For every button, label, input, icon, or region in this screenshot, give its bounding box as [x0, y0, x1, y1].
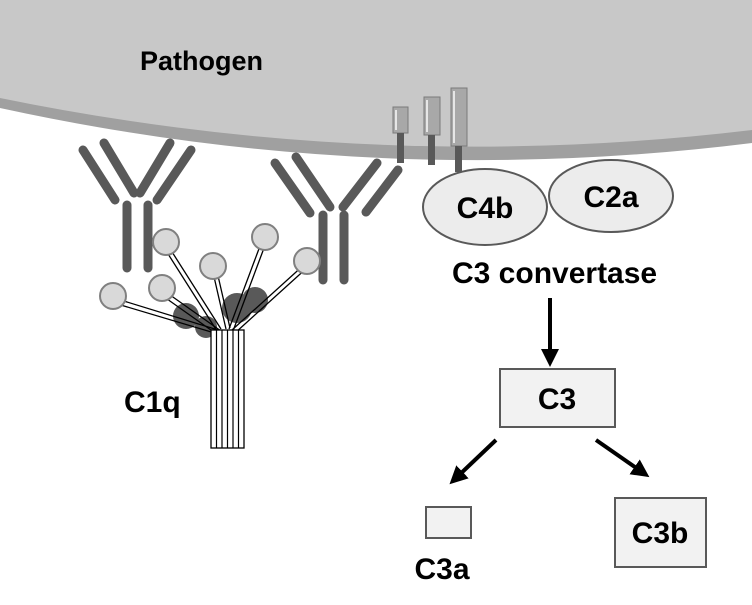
pathogen-surface: [0, 0, 752, 161]
c3-label: C3: [538, 383, 576, 416]
c1q-head: [152, 228, 180, 256]
c1q-label: C1q: [124, 386, 181, 419]
c1q-head: [148, 274, 176, 302]
arrow-c3-to-c3b: [594, 438, 650, 478]
c1q-head: [99, 282, 127, 310]
c3-convertase-label: C3 convertase: [452, 257, 657, 290]
c1q-head: [199, 252, 227, 280]
c3-convertase-complex: C4b C2a: [422, 159, 674, 246]
c1q-complex: [99, 223, 321, 449]
c3-box: [499, 368, 616, 428]
c1q-head: [251, 223, 279, 251]
membrane-receptors: [392, 87, 468, 172]
c1q-head: [293, 247, 321, 275]
c2a-label: C2a: [583, 181, 638, 214]
c3a-box: [425, 506, 472, 539]
antibody-right: [270, 152, 403, 285]
pathogen-label: Pathogen: [140, 46, 263, 76]
c3a-label: C3a: [414, 553, 469, 586]
c4b-label: C4b: [457, 192, 514, 225]
pathogen-body: [0, 0, 752, 147]
c2a-ellipse: [548, 159, 674, 233]
antibody-left: [78, 138, 196, 273]
c3b-box: [614, 497, 707, 568]
c3b-label: C3b: [632, 517, 689, 550]
arrow-c3-to-c3a: [449, 438, 498, 485]
c4b-ellipse: [422, 168, 548, 246]
